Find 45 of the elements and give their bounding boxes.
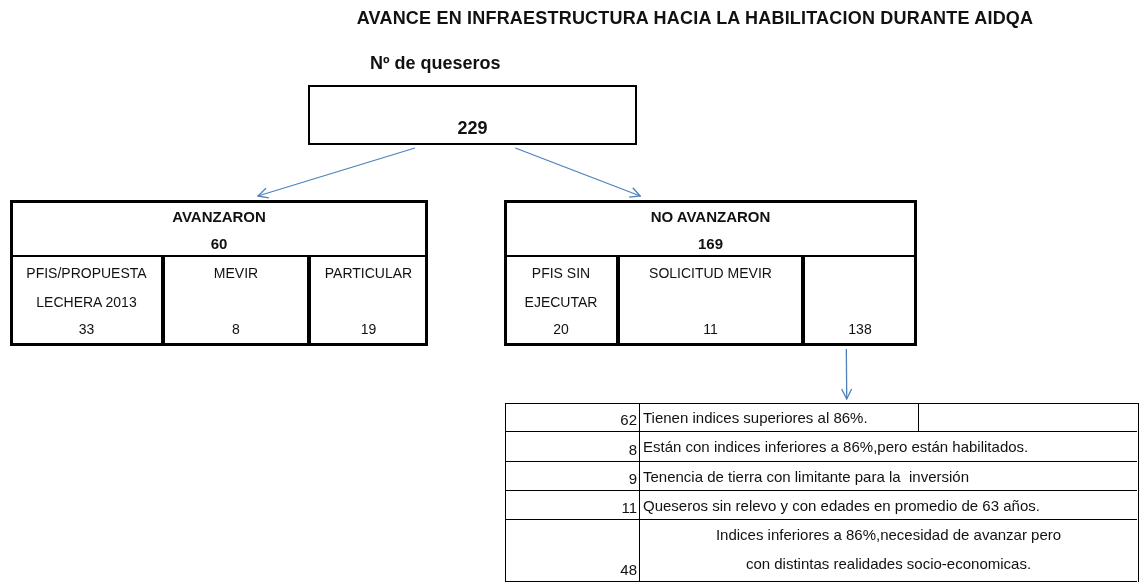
count-cell: 62 xyxy=(505,403,640,431)
description-cell: Tienen indices superiores al 86%. xyxy=(640,403,919,431)
breakdown-table xyxy=(505,403,1139,582)
box-heading: Nº de queseros xyxy=(370,53,501,74)
subcategory-count: 11 xyxy=(702,320,719,339)
subcategory-label: PARTICULAR xyxy=(323,264,414,283)
subcategory-cell xyxy=(309,255,428,346)
subcategory-count: 138 xyxy=(847,320,873,339)
category-heading: NO AVANZARON xyxy=(649,208,772,226)
count-cell: 8 xyxy=(505,432,640,461)
description-cell-text: Están con indices inferiores a 86%,pero están habilitados. xyxy=(642,437,1030,457)
diagram-title: AVANCE EN INFRAESTRUCTURA HACIA LA HABILITACION DURANTE AIDQA xyxy=(355,8,1035,29)
subcategory-cell xyxy=(163,255,309,346)
subcategory-cell xyxy=(10,255,163,346)
category-heading: AVANZARON xyxy=(171,208,267,226)
count-cell: 11 xyxy=(505,491,640,519)
subcategory-label: PFIS SIN EJECUTAR xyxy=(523,264,599,312)
count-cell: 9 xyxy=(505,462,640,490)
category-table xyxy=(10,200,428,346)
subcategory-count: 8 xyxy=(231,320,241,339)
description-cell-text: Indices inferiores a 86%,necesidad de avanzar pero con distintas realidades socio-economicas. xyxy=(714,525,1063,574)
subcategory-cell xyxy=(803,255,917,346)
subcategory-count: 20 xyxy=(552,320,570,339)
subcategory-cell xyxy=(618,255,803,346)
subcategory-count: 33 xyxy=(77,320,96,339)
category-count: 169 xyxy=(697,235,724,253)
arrow xyxy=(257,147,416,199)
description-cell-text: Tenencia de tierra con limitante para la inversión xyxy=(642,467,970,487)
arrow xyxy=(514,147,641,198)
subcategory-label: SOLICITUD MEVIR xyxy=(648,264,773,283)
table-row xyxy=(505,432,1137,462)
table-row xyxy=(505,520,1137,582)
subcategory-count: 19 xyxy=(359,320,378,339)
category-table xyxy=(504,200,917,346)
arrow xyxy=(841,348,853,400)
description-cell-text: Queseros sin relevo y con edades en promedio de 63 años. xyxy=(642,496,1041,516)
table-row xyxy=(505,462,1137,491)
category-count: 60 xyxy=(209,235,229,253)
subcategory-label: PFIS/PROPUESTA LECHERA 2013 xyxy=(25,264,148,312)
total-count: 229 xyxy=(457,118,488,139)
subcategory-cell xyxy=(504,255,618,346)
table-row xyxy=(505,491,1137,520)
table-row xyxy=(505,403,1137,432)
count-cell: 48 xyxy=(505,520,640,581)
subcategory-label: MEVIR xyxy=(212,264,260,283)
